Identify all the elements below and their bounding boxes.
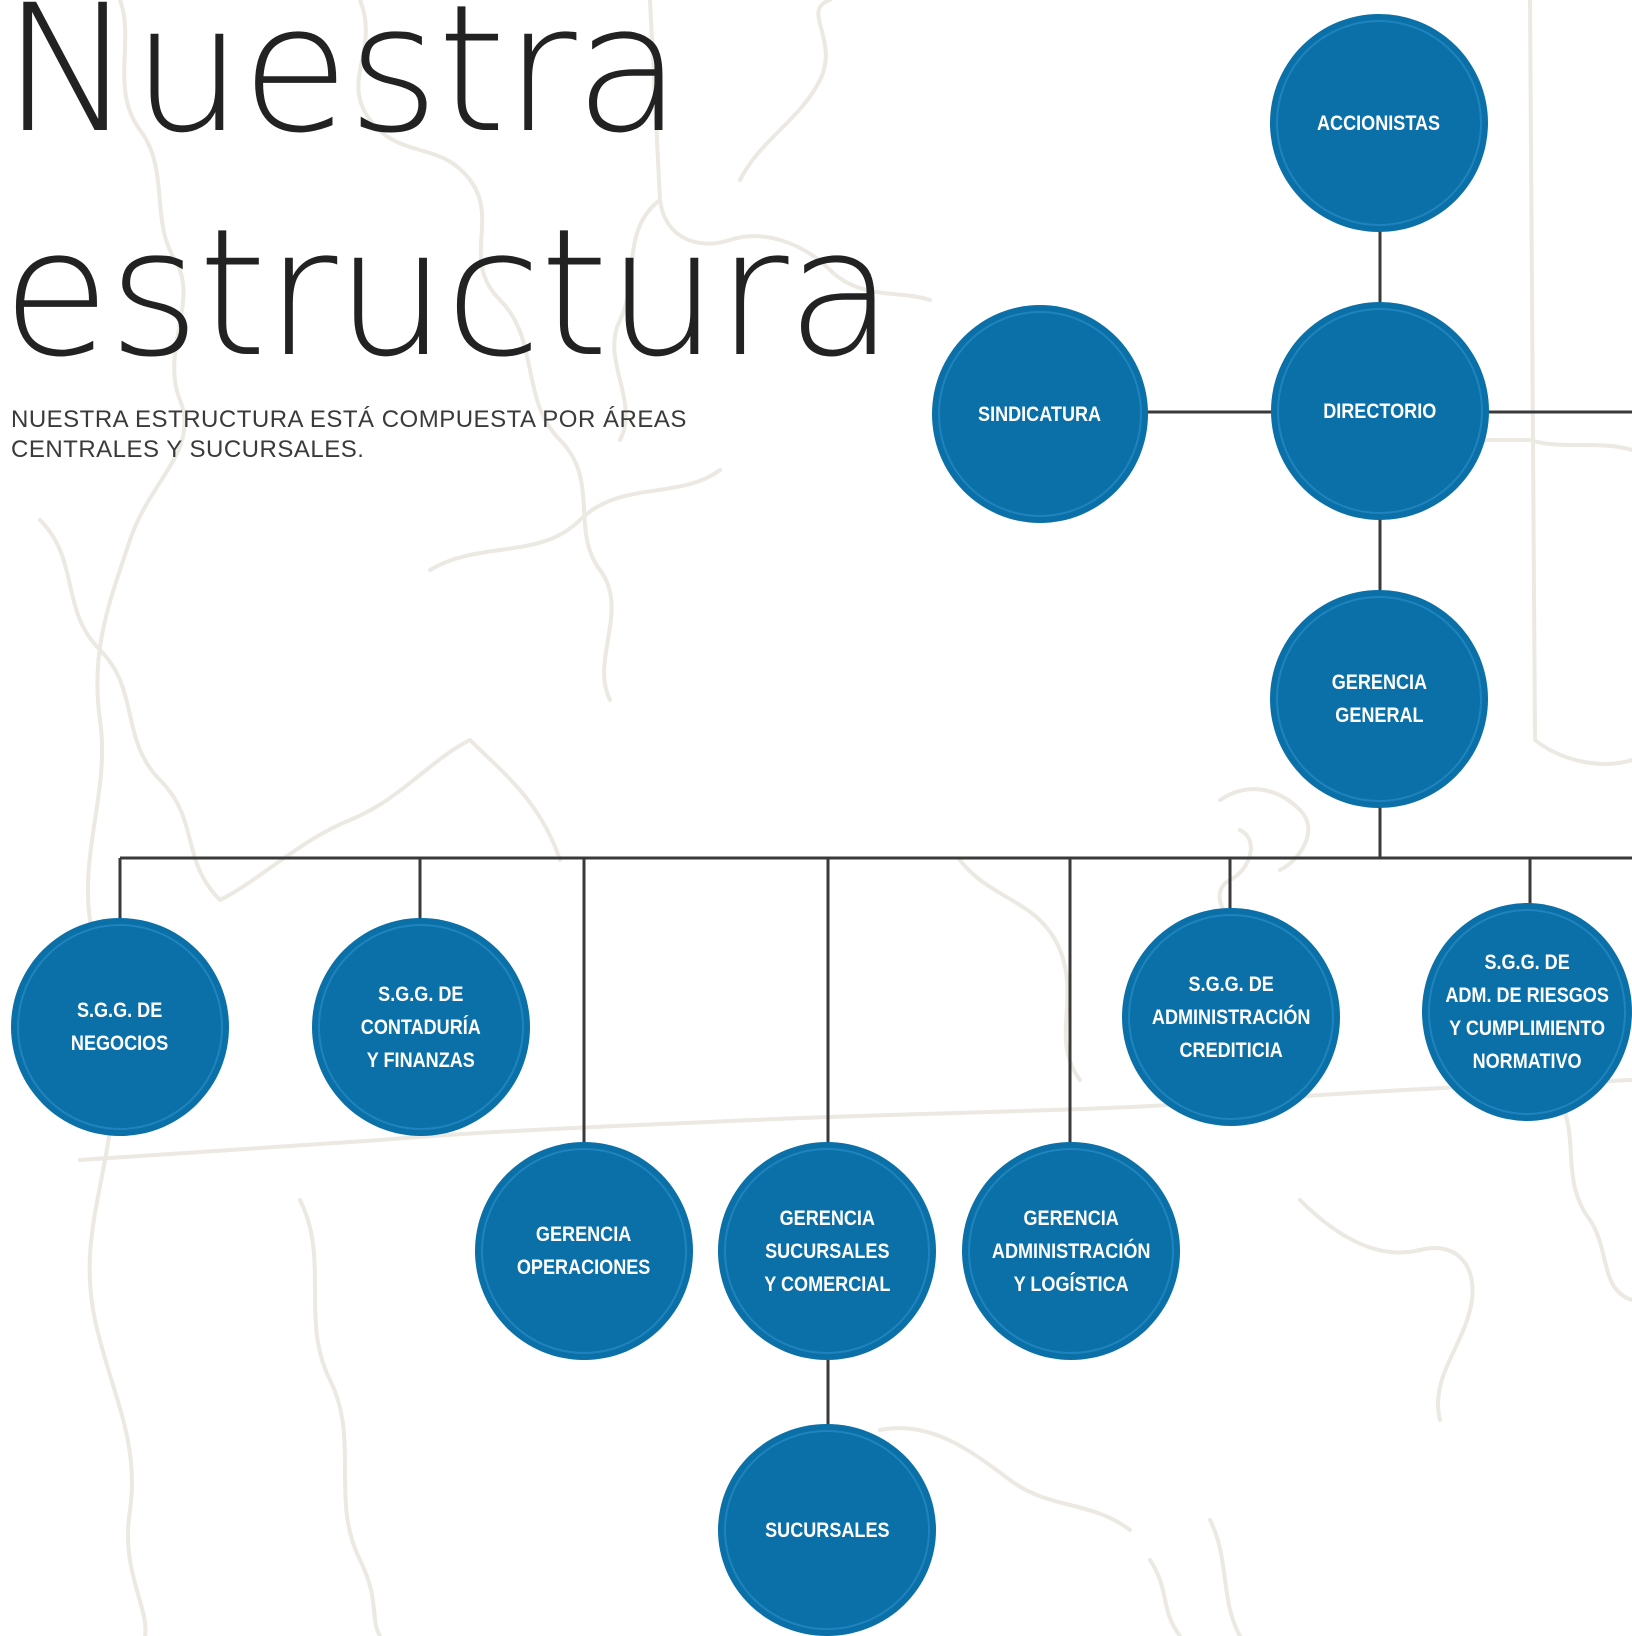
node-gerencia-operaciones[interactable]: GERENCIA OPERACIONES (475, 1142, 693, 1360)
node-directorio[interactable]: DIRECTORIO (1271, 302, 1489, 520)
node-label: ACCIONISTAS (1317, 111, 1441, 135)
node-label: GERENCIA GENERAL (1331, 671, 1427, 727)
node-label: SUCURSALES (764, 1518, 890, 1542)
node-label: GERENCIA OPERACIONES (517, 1223, 651, 1279)
page-title-line-1: Nuestra (2, 0, 682, 172)
node-label: S.G.G. DE NEGOCIOS (71, 999, 169, 1055)
node-label: S.G.G. DE ADM. DE RIESGOS Y CUMPLIMIENTO… (1445, 951, 1609, 1073)
node-sgg-riesgos[interactable]: S.G.G. DE ADM. DE RIESGOS Y CUMPLIMIENTO… (1422, 903, 1632, 1121)
node-label: DIRECTORIO (1323, 399, 1437, 423)
page-title-line-2: estructura (2, 191, 894, 396)
node-sgg-administracion-crediticia[interactable]: S.G.G. DE ADMINISTRACIÓN CREDITICIA (1122, 908, 1340, 1126)
node-label: S.G.G. DE CONTADURÍA Y FINANZAS (360, 982, 482, 1072)
node-gerencia-sucursales[interactable]: GERENCIA SUCURSALES Y COMERCIAL (718, 1142, 936, 1360)
node-gerencia-administracion[interactable]: GERENCIA ADMINISTRACIÓN Y LOGÍSTICA (962, 1142, 1180, 1360)
node-sindicatura[interactable]: SINDICATURA (932, 305, 1148, 523)
node-label: SINDICATURA (978, 402, 1102, 426)
node-label: S.G.G. DE ADMINISTRACIÓN CREDITICIA (1151, 972, 1311, 1062)
node-label: GERENCIA ADMINISTRACIÓN Y LOGÍSTICA (991, 1206, 1151, 1296)
node-accionistas[interactable]: ACCIONISTAS (1270, 14, 1488, 232)
node-sucursales[interactable]: SUCURSALES (718, 1424, 936, 1636)
node-gerencia-general[interactable]: GERENCIA GENERAL (1270, 590, 1488, 808)
node-label: GERENCIA SUCURSALES Y COMERCIAL (763, 1206, 891, 1296)
page-subtitle: NUESTRA ESTRUCTURA ESTÁ COMPUESTA POR ÁR… (11, 406, 687, 463)
node-sgg-negocios[interactable]: S.G.G. DE NEGOCIOS (11, 918, 229, 1136)
node-sgg-contaduria[interactable]: S.G.G. DE CONTADURÍA Y FINANZAS (312, 918, 530, 1136)
